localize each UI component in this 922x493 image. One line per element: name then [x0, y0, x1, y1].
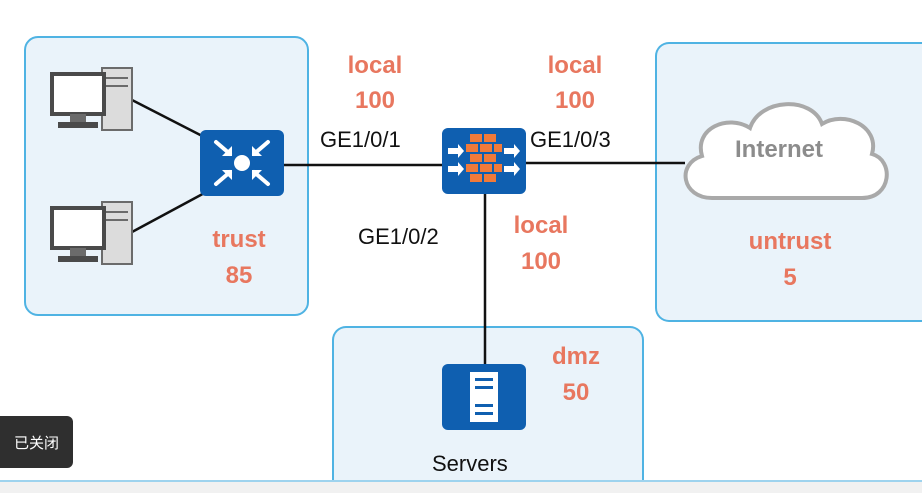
bottom-bar: [0, 480, 922, 493]
interface-ge1-0-1-label: GE1/0/1: [320, 127, 401, 152]
trust-zone-priority: 85: [225, 262, 253, 289]
local-zone-priority: 100: [520, 248, 562, 275]
servers-label: Servers: [432, 451, 508, 476]
cloud-icon: [683, 102, 889, 200]
dmz-zone-name: dmz: [552, 343, 600, 370]
local-zone-name: local: [513, 212, 569, 239]
link-pc2-switch: [131, 188, 211, 234]
local-zone-priority: 100: [554, 87, 596, 114]
server-icon: [442, 364, 526, 430]
untrust-zone-priority: 5: [783, 264, 797, 291]
pc-icon: [50, 201, 133, 265]
caption-closed-toast[interactable]: 已关闭: [0, 416, 73, 468]
local-zone-name: local: [547, 52, 603, 79]
local-zone-priority: 100: [354, 87, 396, 114]
interface-ge1-0-2-label: GE1/0/2: [358, 224, 439, 249]
pc-icon: [50, 67, 133, 131]
link-pc1-switch: [131, 98, 211, 142]
switch-icon: [200, 130, 284, 196]
local-zone-name: local: [347, 52, 403, 79]
interface-ge1-0-3-label: GE1/0/3: [530, 127, 611, 152]
trust-zone-name: trust: [212, 226, 266, 253]
dmz-zone-priority: 50: [562, 379, 590, 406]
untrust-zone-name: untrust: [748, 228, 832, 255]
firewall-icon: [442, 128, 526, 194]
internet-label: Internet: [735, 136, 824, 163]
